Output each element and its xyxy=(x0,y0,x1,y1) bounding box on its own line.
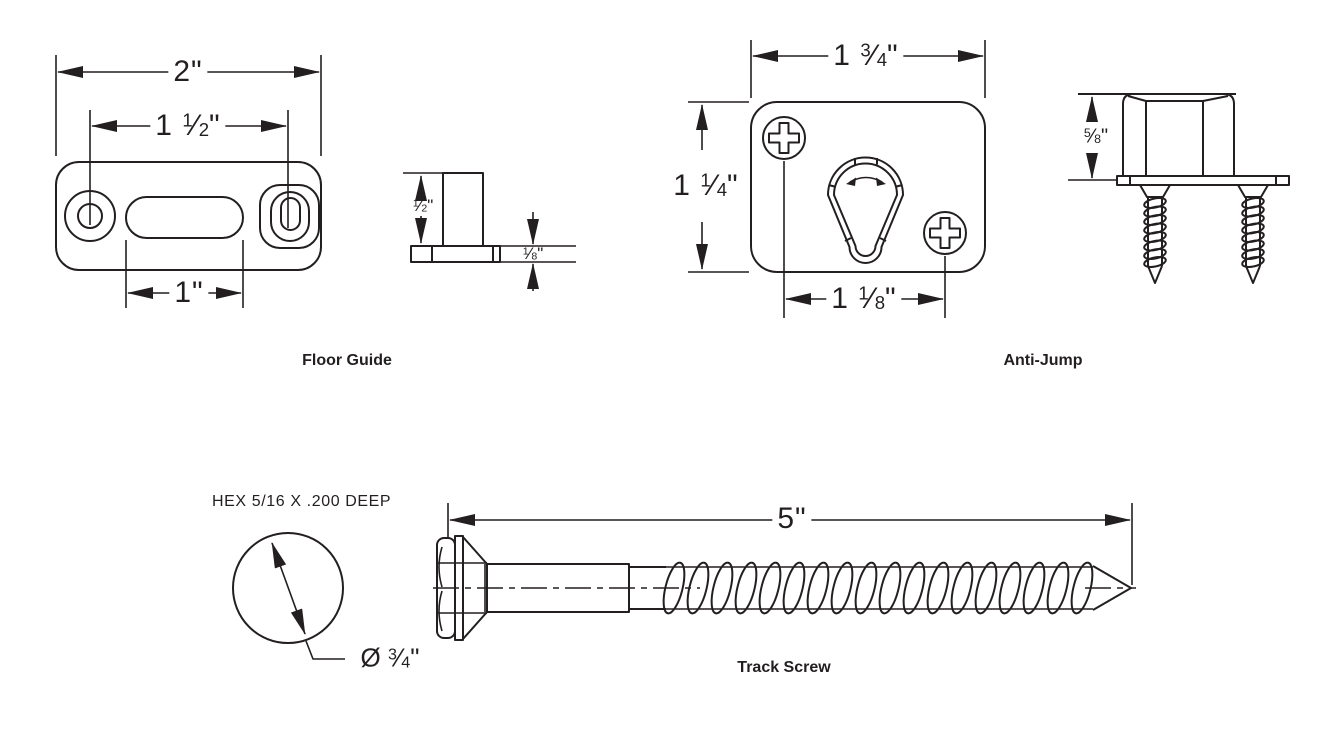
track-screw-hex-socket-note: HEX 5/16 X .200 DEEP xyxy=(212,493,392,510)
floor-guide-base-thickness-dimension: 1⁄8" xyxy=(522,244,544,263)
track-screw-hex-detail xyxy=(232,532,345,660)
floor-guide-post-height-dimension: 1⁄2" xyxy=(412,196,434,215)
phillips-screw-icon xyxy=(768,122,800,154)
floor-guide-slot-width-dimension: 1" xyxy=(169,276,209,310)
track-screw-label: Track Screw xyxy=(737,659,831,676)
floor-guide-overall-width-dimension: 2" xyxy=(168,55,208,89)
floor-guide-top-view xyxy=(55,161,322,271)
anti-jump-side-height-dimension: 5⁄8" xyxy=(1083,125,1109,148)
phillips-screw-icon xyxy=(929,217,961,249)
keyhole-hook-outer xyxy=(827,156,904,264)
anti-jump-screw-spacing-dimension: 1 1⁄8" xyxy=(826,282,902,316)
floor-guide-side-dimension-lines xyxy=(403,172,576,291)
anti-jump-front-view xyxy=(750,101,986,273)
track-screw-side-view xyxy=(433,535,1136,641)
floor-guide-side-view xyxy=(410,172,501,263)
keyhole-hook-inner xyxy=(833,162,898,257)
floor-guide-hole-spacing-dimension: 1 1⁄2" xyxy=(150,109,226,143)
anti-jump-side-dimension-lines xyxy=(1068,96,1118,181)
track-screw-length-dimension: 5" xyxy=(772,502,812,536)
anti-jump-overall-height-dimension: 1 1⁄4" xyxy=(673,169,739,202)
anti-jump-label: Anti-Jump xyxy=(1003,352,1083,369)
track-screw-head-diameter-dimension: Ø 3⁄4" xyxy=(360,642,420,673)
anti-jump-side-view xyxy=(1078,93,1290,284)
anti-jump-overall-width-dimension: 1 3⁄4" xyxy=(828,39,904,73)
floor-guide-label: Floor Guide xyxy=(302,352,392,369)
